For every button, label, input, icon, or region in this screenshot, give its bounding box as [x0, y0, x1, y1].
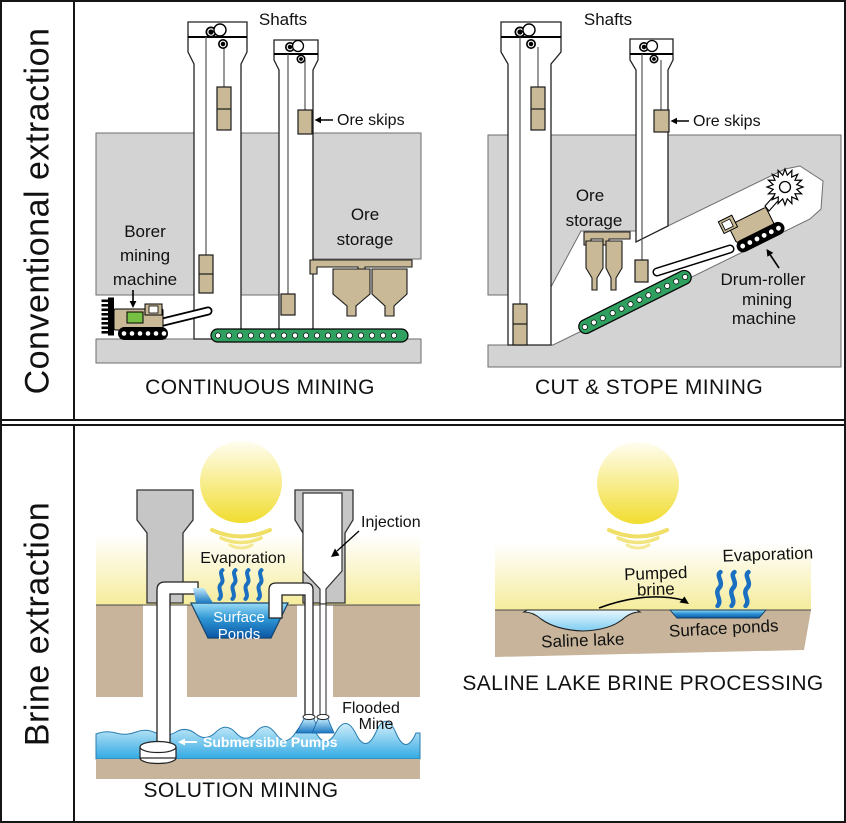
label-ore-skips: Ore skips — [337, 112, 405, 129]
label-ore-storage-1: Ore — [576, 186, 604, 205]
panel-cut-stope-mining: Shafts Ore skips Ore storage Drum-roller… — [487, 10, 842, 399]
inclined-conveyor-belt — [578, 269, 692, 335]
label-borer-2: mining — [120, 246, 170, 265]
rock-mass — [95, 132, 422, 364]
rock-mass — [487, 134, 842, 368]
submersible-pump — [139, 740, 177, 765]
sky — [495, 543, 811, 610]
caption-solution-mining: SOLUTION MINING — [143, 779, 338, 802]
conveyor-belt — [210, 328, 409, 343]
row-label-conventional: Conventional extraction — [18, 27, 56, 394]
drum-roller-mining-machine — [652, 167, 805, 277]
label-drum-roller-2: mining — [742, 290, 792, 309]
pumps-pointer — [178, 738, 197, 746]
label-ore-storage-2: storage — [337, 230, 394, 249]
label-flooded-mine-1: Flooded — [342, 700, 400, 717]
caption-cut-stope-mining: CUT & STOPE MINING — [535, 376, 763, 399]
label-flooded-mine-2: Mine — [359, 716, 394, 733]
label-pumped-brine-1: Pumped — [624, 563, 688, 584]
ore-storage-bins — [583, 231, 631, 291]
evaporation-steam-icon — [715, 569, 752, 609]
label-ore-storage-1: Ore — [351, 205, 379, 224]
flooded-mine-water — [95, 720, 421, 760]
injection-string — [319, 603, 327, 718]
label-shafts: Shafts — [259, 10, 307, 29]
shaft-headframe-1 — [500, 21, 562, 346]
caption-continuous-mining: CONTINUOUS MINING — [145, 376, 375, 399]
injection-jets — [295, 713, 335, 734]
concrete-pillar — [136, 489, 194, 604]
row2-content: Evaporation Injection Surface Ponds Floo… — [75, 426, 844, 821]
pulley-icon — [645, 39, 659, 53]
pump-pipe — [156, 581, 199, 749]
surface-pond — [190, 602, 289, 639]
ground-below-water — [96, 759, 420, 779]
panel-saline-lake: Evaporation Pumped brine Saline lake Sur… — [462, 442, 823, 695]
pulley-icon — [296, 54, 306, 64]
pulley-icon — [526, 39, 536, 49]
label-borer-1: Borer — [124, 222, 166, 241]
label-saline-lake: Saline lake — [541, 630, 625, 652]
label-drum-roller-3: machine — [732, 309, 796, 328]
borer-pointer — [129, 290, 137, 308]
sun-icon — [597, 442, 679, 550]
ore-skips-pointer — [670, 117, 689, 125]
row-conventional-extraction: Conventional extraction — [2, 2, 844, 421]
borer-mining-machine — [101, 297, 213, 340]
row1-content: Shafts Ore skips Borer mining machine Or… — [75, 2, 844, 419]
label-surface-ponds-1: Surface — [213, 609, 265, 626]
shaft-headframe-2 — [629, 38, 674, 260]
drum-roller-pointer — [766, 249, 780, 269]
shaft-headframe-1 — [187, 21, 248, 340]
ore-skips — [198, 86, 313, 316]
label-ore-storage-2: storage — [566, 211, 623, 230]
injection-pointer — [331, 530, 360, 557]
ore-storage-bins — [309, 259, 413, 317]
evaporation-steam-icon — [217, 568, 264, 601]
pulley-icon — [213, 23, 227, 37]
panel-solution-mining: Evaporation Injection Surface Ponds Floo… — [95, 441, 421, 802]
panel-continuous-mining: Shafts Ore skips Borer mining machine Or… — [95, 10, 422, 399]
label-injection: Injection — [361, 514, 421, 531]
label-ore-skips: Ore skips — [693, 113, 761, 130]
row-label-cell-conventional: Conventional extraction — [2, 2, 75, 419]
cutter-teeth-icon — [101, 299, 109, 334]
saline-lake-water — [522, 609, 642, 632]
sun-icon — [200, 441, 282, 550]
pour-stream — [193, 588, 213, 603]
pulley-icon — [522, 23, 536, 37]
pulley-icon — [649, 54, 659, 64]
label-borer-3: machine — [113, 270, 177, 289]
pulley-icon — [218, 39, 228, 49]
surface-ponds-strip — [669, 609, 767, 619]
label-evaporation: Evaporation — [722, 543, 813, 565]
row-brine-extraction: Brine extraction — [2, 424, 844, 821]
pumped-brine-arrow — [598, 596, 689, 609]
label-evaporation: Evaporation — [200, 550, 285, 567]
ore-skips-pointer — [314, 116, 333, 124]
row-label-brine: Brine extraction — [18, 501, 56, 746]
label-shafts: Shafts — [584, 10, 632, 29]
pulley-icon — [291, 39, 305, 53]
row-label-cell-brine: Brine extraction — [2, 426, 75, 821]
label-drum-roller-1: Drum-roller — [721, 270, 806, 289]
label-surface-ponds-2: Ponds — [218, 626, 261, 643]
caption-saline-lake: SALINE LAKE BRINE PROCESSING — [462, 672, 823, 695]
label-submersible-pumps: Submersible Pumps — [203, 734, 338, 750]
ore-skips — [512, 86, 670, 346]
label-pumped-brine-2: brine — [637, 579, 675, 599]
